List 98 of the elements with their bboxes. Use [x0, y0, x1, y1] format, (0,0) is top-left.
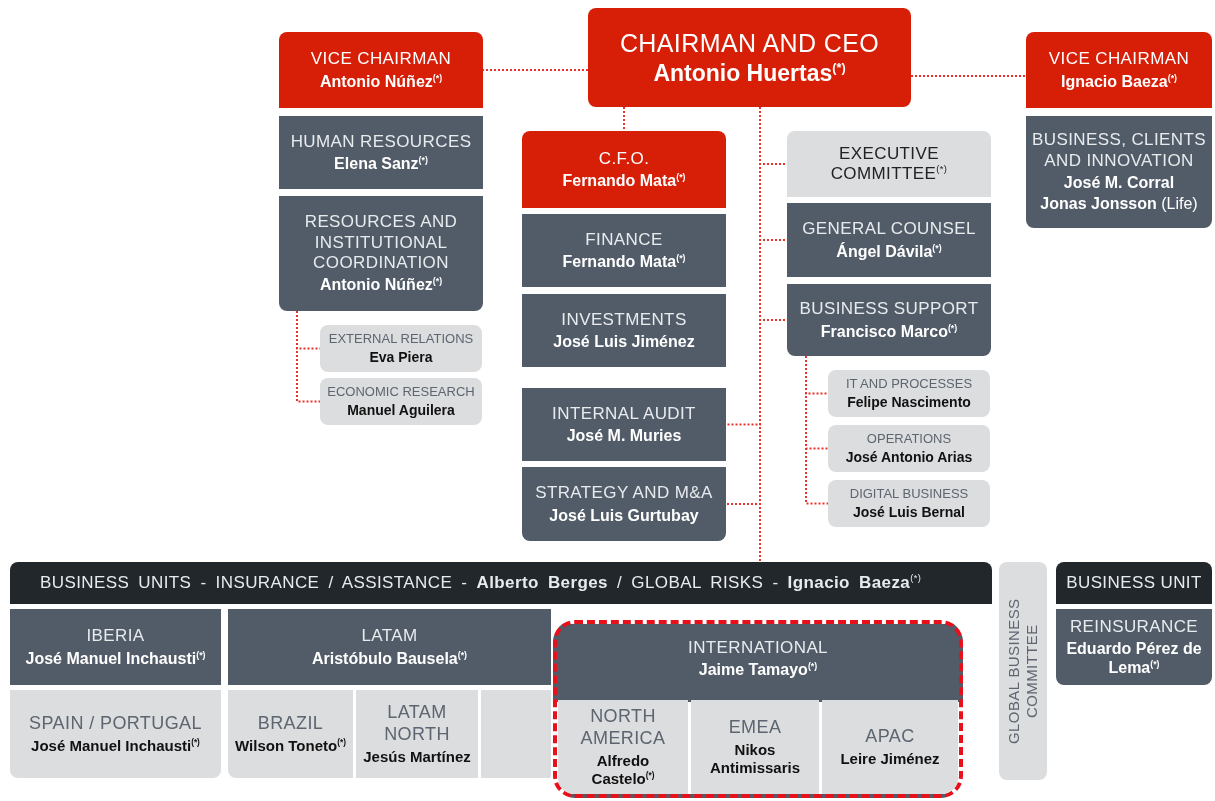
- person-name: José Manuel Inchausti$^{(*)}$: [25, 648, 206, 668]
- person-name: Jaime Tamayo$^{(*)}$: [698, 660, 818, 680]
- person-name: Fernando Mata$^{(*)}$: [562, 171, 686, 191]
- org-box: [356, 690, 478, 778]
- person-name: Jesús Martínez: [363, 747, 471, 766]
- role-title: BRAZIL: [257, 713, 324, 735]
- person-name: Francisco Marco$^{(*)}$: [820, 321, 958, 341]
- person-name: Alfredo Castelo$^{(*)}$: [590, 751, 656, 788]
- role-title: LATAM: [361, 626, 418, 647]
- person-name: Antonio Huertas$^{(*)}$: [653, 59, 846, 88]
- role-title: IBERIA: [86, 626, 145, 647]
- person-name: Jonas Jonsson (Life): [1040, 194, 1198, 214]
- role-title: VICE CHAIRMAN: [1048, 49, 1190, 70]
- org-box: [822, 700, 958, 794]
- role-title: BUSINESS SUPPORT: [799, 299, 979, 320]
- org-box: [279, 32, 483, 108]
- role-title: SPAIN / PORTUGAL: [29, 713, 202, 735]
- org-box: [228, 609, 551, 685]
- org-box: [279, 196, 483, 311]
- org-box: [228, 690, 353, 778]
- role-title: VICE CHAIRMAN: [310, 49, 452, 70]
- role-title: EMEA: [728, 717, 782, 739]
- role-title: BUSINESS UNIT: [1066, 572, 1202, 594]
- person-name: Leire Jiménez: [840, 749, 940, 768]
- person-name: José Antonio Arias: [845, 448, 973, 466]
- org-box: [828, 370, 990, 417]
- connector-line: [296, 310, 321, 403]
- header-bar: [10, 562, 992, 604]
- role-title: INTERNAL AUDIT: [552, 403, 696, 425]
- person-name: Antonio Núñez$^{(*)}$: [319, 275, 443, 295]
- role-title: RESOURCES AND INSTITUTIONAL COORDINATION: [303, 212, 459, 274]
- person-name: José Luis Bernal: [852, 503, 965, 521]
- role-title: CHAIRMAN AND CEO: [619, 27, 880, 58]
- role-title: LATAM NORTH: [383, 702, 451, 746]
- role-title: C.F.O.: [598, 148, 650, 170]
- org-box: [522, 467, 726, 541]
- org-box: [553, 620, 963, 798]
- org-box: [1026, 116, 1212, 228]
- role-title: IT AND PROCESSES: [845, 376, 973, 392]
- org-box: [558, 700, 688, 794]
- connector-line: [623, 106, 625, 132]
- org-box: [10, 690, 221, 778]
- org-box: [522, 294, 726, 367]
- person-name: Elena Sanz$^{(*)}$: [334, 154, 428, 174]
- person-name: Wilson Toneto$^{(*)}$: [235, 736, 346, 755]
- person-name: José M. Muries: [566, 426, 682, 446]
- role-title: DIGITAL BUSINESS: [849, 486, 969, 502]
- person-name: José Manuel Inchausti$^{(*)}$: [31, 736, 200, 755]
- person-name: Eduardo Pérez de Lema$^{(*)}$: [1065, 639, 1203, 678]
- role-title: INVESTMENTS: [561, 309, 687, 331]
- person-name: Antonio Núñez$^{(*)}$: [319, 71, 443, 91]
- connector-line: [910, 75, 1027, 77]
- person-name: José Luis Jiménez: [553, 332, 695, 352]
- org-box: [828, 480, 990, 527]
- role-title: GLOBAL BUSINESS COMMITTEE: [1005, 597, 1041, 746]
- role-title: STRATEGY AND M&A: [535, 483, 713, 504]
- org-box: [481, 690, 551, 778]
- org-box: [787, 284, 991, 356]
- org-box: [1026, 32, 1212, 108]
- org-box: [522, 131, 726, 208]
- role-title: REINSURANCE: [1069, 616, 1199, 637]
- role-title: HUMAN RESOURCES: [290, 131, 472, 153]
- role-title: BUSINESS, CLIENTS AND INNOVATION: [1032, 130, 1206, 172]
- org-box: [320, 378, 482, 425]
- role-title: NORTH AMERICA: [579, 706, 667, 750]
- person-name: José Luis Gurtubay: [549, 505, 699, 525]
- org-box: [1056, 609, 1212, 685]
- connector-line: [805, 355, 829, 505]
- org-box: [10, 609, 221, 685]
- org-box: [522, 214, 726, 287]
- org-box: [588, 8, 911, 107]
- person-name: Aristóbulo Bausela$^{(*)}$: [311, 648, 468, 668]
- role-title: FINANCE: [585, 229, 663, 251]
- org-box: [787, 131, 991, 197]
- role-title: EXTERNAL RELATIONS: [328, 331, 474, 347]
- org-box: [828, 425, 990, 472]
- person-name: José M. Corral: [1063, 173, 1175, 193]
- person-name: Nikos Antimissaris: [708, 740, 801, 777]
- org-box: [787, 203, 991, 277]
- person-name: Ángel Dávila$^{(*)}$: [836, 241, 942, 261]
- person-name: Felipe Nascimento: [847, 393, 971, 411]
- org-box: [999, 562, 1047, 780]
- header-bar: [1056, 562, 1212, 604]
- business-units-title: BUSINESS UNITS - INSURANCE / ASSISTANCE - Alberto Berges / GLOBAL RISKS - Ignacio Baeza$^{(*)}$: [40, 572, 922, 594]
- role-title: GENERAL COUNSEL: [802, 219, 976, 240]
- role-title: APAC: [865, 726, 915, 748]
- role-title: OPERATIONS: [866, 431, 952, 447]
- person-name: Fernando Mata$^{(*)}$: [562, 252, 686, 272]
- org-box: [320, 325, 482, 372]
- org-box: [691, 700, 819, 794]
- role-title: EXECUTIVE COMMITTEE$^{(*)}$: [829, 143, 949, 185]
- role-title: ECONOMIC RESEARCH: [327, 384, 475, 400]
- person-name: Ignacio Baeza$^{(*)}$: [1061, 71, 1177, 91]
- role-title: INTERNATIONAL: [688, 638, 828, 659]
- org-box: [522, 388, 726, 461]
- org-box: [279, 116, 483, 189]
- person-name: Eva Piera: [369, 348, 433, 366]
- person-name: Manuel Aguilera: [347, 401, 455, 419]
